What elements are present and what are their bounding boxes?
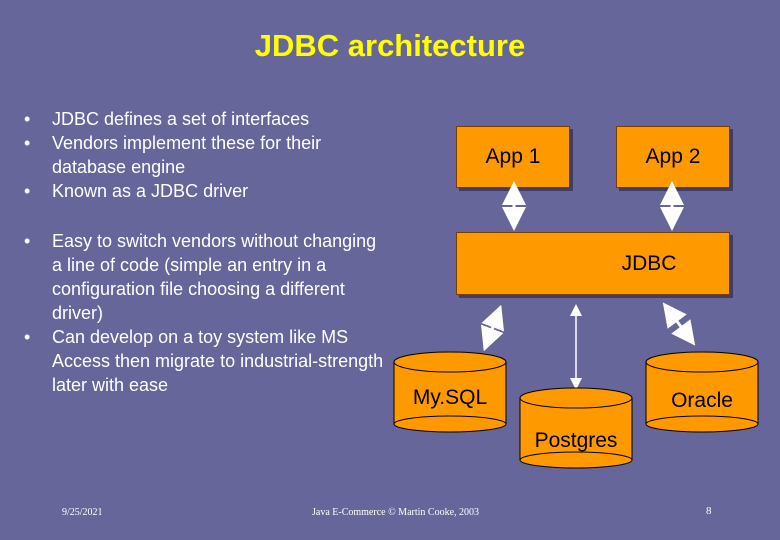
jdbc-box: JDBC	[456, 232, 730, 295]
bullet-list: •JDBC defines a set of interfaces •Vendo…	[24, 107, 384, 397]
footer-date: 9/25/2021	[62, 507, 103, 518]
arrow-jdbc-oracle	[662, 302, 696, 346]
oracle-label: Oracle	[671, 389, 733, 412]
bullet-item: •Easy to switch vendors without changing…	[24, 231, 377, 323]
bullet-dot-icon: •	[24, 109, 31, 129]
postgres-label: Postgres	[534, 429, 618, 452]
app2-box: App 2	[616, 126, 730, 188]
bullet-dot-icon: •	[24, 231, 31, 251]
bullet-item: •Can develop on a toy system like MS Acc…	[24, 327, 384, 395]
bullet-dot-icon: •	[24, 327, 31, 347]
arrow-jdbc-mysql	[480, 304, 505, 352]
mysql-database-icon	[393, 351, 507, 433]
mysql-label: My.SQL	[412, 386, 488, 409]
app1-box: App 1	[456, 126, 570, 188]
bullet-item: •JDBC defines a set of interfaces	[24, 109, 310, 129]
postgres-database-icon	[519, 387, 633, 469]
footer-credit: Java E-Commerce © Martin Cooke, 2003	[312, 507, 480, 518]
bullet-item: •Vendors implement these for their datab…	[24, 133, 322, 177]
slide-title: JDBC architecture	[254, 28, 526, 63]
page-number: 8	[706, 505, 712, 517]
bullet-item: •Known as a JDBC driver	[24, 181, 249, 201]
bullet-dot-icon: •	[24, 181, 31, 201]
oracle-database-icon	[645, 351, 759, 433]
bullet-dot-icon: •	[24, 133, 31, 153]
